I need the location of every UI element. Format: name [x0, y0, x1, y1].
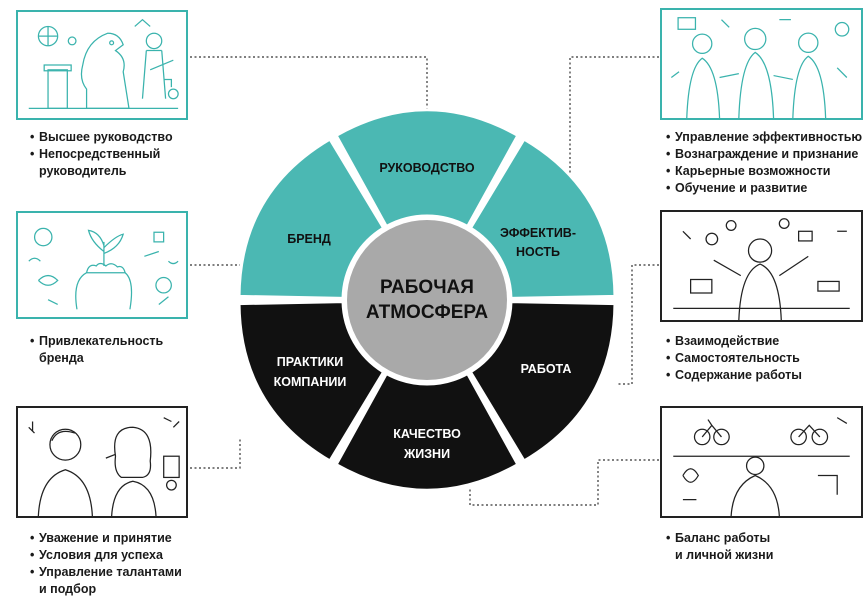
thumb-practices: [16, 406, 188, 518]
list-item: руководитель: [39, 164, 127, 178]
segment-label-leadership[interactable]: РУКОВОДСТВО: [379, 161, 475, 175]
list-item: •Условия для успеха: [30, 548, 163, 562]
thumb-brand: [16, 211, 188, 319]
chess-knight-businessman-icon: [28, 18, 179, 109]
connector-effectiveness: [569, 56, 659, 202]
segment-label-practices-2[interactable]: КОМПАНИИ: [274, 375, 347, 389]
list-item: и подбор: [39, 582, 97, 596]
list-effectiveness: •Управление эффективностью •Вознагражден…: [666, 129, 862, 197]
connector-practices: [190, 438, 241, 469]
segment-quality[interactable]: [334, 371, 520, 492]
segment-label-quality-2[interactable]: ЖИЗНИ: [403, 447, 450, 461]
list-brand: •Привлекательность бренда: [30, 333, 163, 367]
center-circle: [347, 220, 507, 380]
list-item: и личной жизни: [675, 548, 774, 562]
list-item: •Содержание работы: [666, 368, 802, 382]
segment-practices[interactable]: [237, 300, 386, 464]
list-item: •Уважение и принятие: [30, 531, 172, 545]
list-leadership: •Высшее руководство •Непосредственный ру…: [30, 129, 173, 180]
segment-brand[interactable]: [237, 136, 386, 300]
segment-label-work[interactable]: РАБОТА: [521, 362, 572, 376]
thumb-work: [660, 210, 863, 322]
segment-label-practices-1[interactable]: ПРАКТИКИ: [277, 355, 343, 369]
list-item: •Обучение и развитие: [666, 181, 808, 195]
list-item: •Непосредственный: [30, 147, 161, 161]
connector-work: [618, 264, 659, 385]
list-item: •Высшее руководство: [30, 130, 173, 144]
juggling-businessman-icon: [673, 218, 850, 320]
segment-label-brand[interactable]: БРЕНД: [287, 232, 331, 246]
list-work: •Взаимодействие •Самостоятельность •Соде…: [666, 333, 802, 384]
segment-label-quality-1[interactable]: КАЧЕСТВО: [393, 427, 461, 441]
list-practices: •Уважение и принятие •Условия для успеха…: [30, 530, 182, 598]
hand-holding-plant-icon: [28, 227, 179, 310]
list-item: •Взаимодействие: [666, 334, 780, 348]
list-item: •Карьерные возможности: [666, 164, 831, 178]
thumb-quality: [660, 406, 863, 518]
list-item: •Управление эффективностью: [666, 130, 863, 144]
segment-label-effectiveness-1[interactable]: ЭФФЕКТИВ-: [500, 226, 576, 240]
cyclists-life-icon: [673, 417, 850, 516]
segment-work[interactable]: [468, 300, 617, 464]
two-people-whisper-icon: [28, 417, 180, 516]
segment-label-effectiveness-2[interactable]: НОСТЬ: [516, 245, 560, 259]
list-item: •Вознаграждение и признание: [666, 147, 859, 161]
segment-leadership[interactable]: [334, 108, 520, 229]
connector-lines: [190, 56, 659, 506]
list-item: •Привлекательность: [30, 334, 164, 348]
thumb-leadership: [16, 10, 188, 120]
list-item: •Самостоятельность: [666, 351, 800, 365]
three-people-teamwork-icon: [670, 17, 850, 118]
center-label-line2: АТМОСФЕРА: [366, 302, 489, 323]
ring: [237, 108, 617, 492]
segment-effectiveness[interactable]: [468, 136, 617, 300]
list-item: •Баланс работы: [666, 531, 771, 545]
thumb-effectiveness: [660, 8, 863, 120]
center-label-line1: РАБОЧАЯ: [380, 277, 474, 298]
list-item: бренда: [39, 351, 84, 365]
list-item: •Управление талантами: [30, 565, 182, 579]
list-quality: •Баланс работы и личной жизни: [666, 530, 773, 564]
connector-quality: [469, 459, 659, 506]
